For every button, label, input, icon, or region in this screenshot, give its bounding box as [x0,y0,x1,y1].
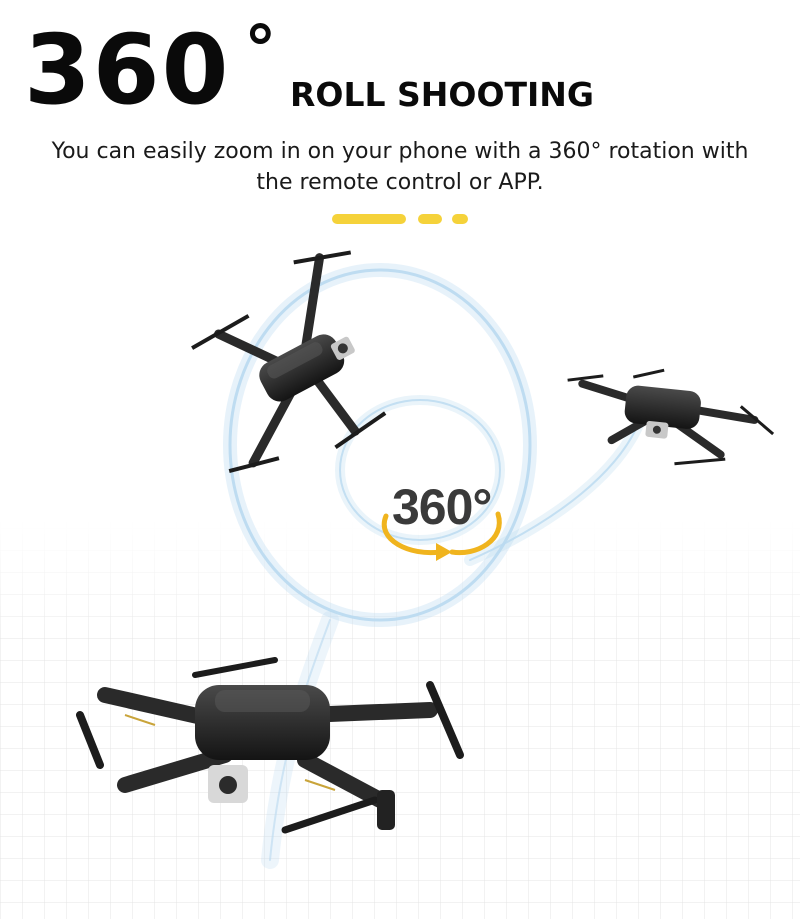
hero-number-value: 360 [24,14,231,126]
rotation-arrow-icon [381,511,502,561]
section-title: ROLL SHOOTING [290,75,594,114]
background-grid [0,520,800,919]
drone-top-left [191,250,387,474]
drone-bottom [76,657,464,834]
rotation-badge: 360° [392,479,492,535]
drone-illustration [0,250,800,919]
page-indicator-dot[interactable] [452,214,468,224]
description: You can easily zoom in on your phone wit… [40,136,760,198]
degree-symbol: ° [244,13,279,87]
description-line-1: You can easily zoom in on your phone wit… [51,139,749,164]
page-indicator-dot[interactable] [418,214,442,224]
page-indicator-dot-active[interactable] [332,214,406,224]
description-line-2: the remote control or APP. [256,170,544,195]
drone-right [567,368,775,466]
hero-number: 360° [24,18,278,118]
